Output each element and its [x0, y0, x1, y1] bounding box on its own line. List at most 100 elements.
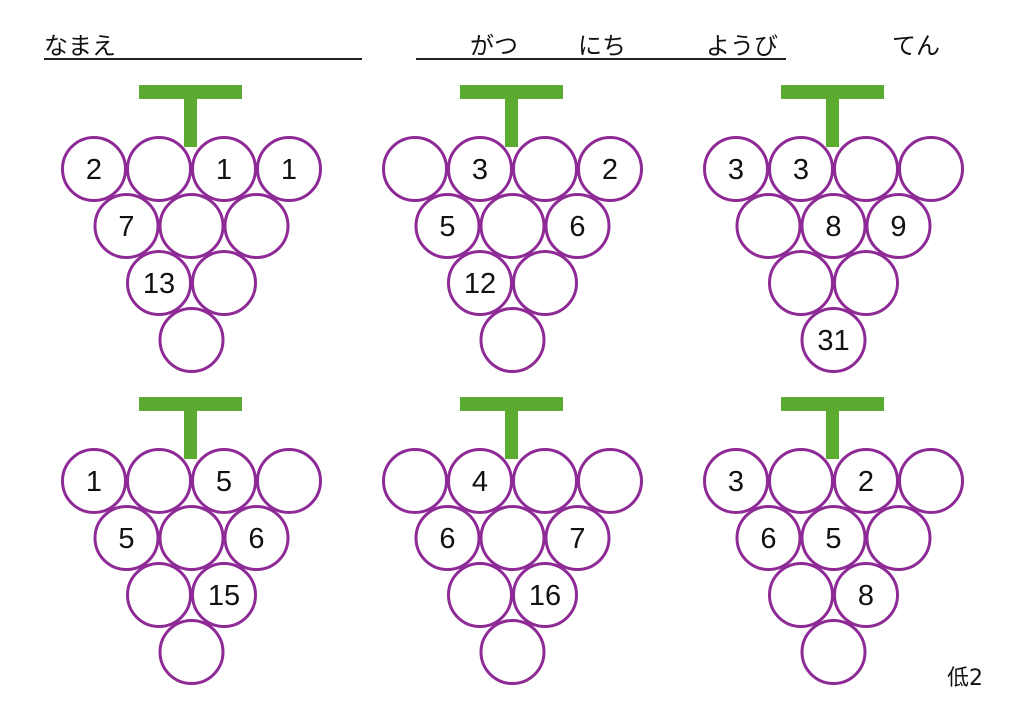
grape-number: 3: [728, 466, 744, 498]
grape-circle: [158, 307, 225, 373]
grape-number: 1: [216, 154, 232, 186]
score-label: てん: [892, 32, 940, 60]
stem-stalk: [184, 85, 197, 147]
grape-circle: [191, 250, 257, 316]
grape-circle: [93, 193, 160, 259]
stem-stalk: [505, 85, 518, 147]
grape-circle: [126, 562, 192, 628]
grape-circle: [191, 448, 257, 514]
grape-circle: [800, 193, 867, 259]
grape-number: 3: [793, 154, 809, 186]
grape-circle: [191, 136, 257, 202]
grape-circle: [512, 562, 578, 628]
grape-circle: [800, 619, 867, 685]
grape-circle: [833, 250, 899, 316]
grape-circle: [865, 193, 932, 259]
grape-circle: [158, 619, 225, 685]
grape-circle: [800, 505, 867, 571]
grape-circle: [158, 193, 225, 259]
grape-circle: [577, 136, 643, 202]
grape-circle: [544, 193, 611, 259]
grape-circle: [768, 250, 834, 316]
name-underline: [44, 58, 362, 60]
grape-circle: [833, 448, 899, 514]
grape-circle: [93, 505, 160, 571]
grape-circle: [800, 307, 867, 373]
stem-stalk: [505, 397, 518, 459]
grape-circle: [768, 562, 834, 628]
grape-circle: [512, 448, 578, 514]
grape-circle: [447, 448, 513, 514]
grape-circle: [865, 505, 932, 571]
grape-circle: [833, 562, 899, 628]
grape-circle: [382, 136, 448, 202]
grape-number: 2: [86, 154, 102, 186]
grape-circle: [126, 136, 192, 202]
grape-number: 13: [143, 268, 175, 300]
grape-circle: [703, 136, 769, 202]
grape-circle: [414, 193, 481, 259]
grape-number: 9: [890, 211, 906, 243]
level-label: 低2: [947, 666, 983, 691]
grape-circle: [256, 136, 322, 202]
grape-number: 6: [569, 211, 585, 243]
grape-number: 6: [760, 523, 776, 555]
grape-circle: [833, 136, 899, 202]
grape-number: 7: [118, 211, 134, 243]
grape-circle: [223, 505, 290, 571]
stem-stalk: [826, 85, 839, 147]
grape-circle: [126, 448, 192, 514]
stem-stalk: [826, 397, 839, 459]
grape-circle: [447, 250, 513, 316]
name-label: なまえ: [44, 32, 116, 60]
grape-number: 8: [858, 580, 874, 612]
weekday-label: ようび: [706, 32, 778, 60]
grape-circle: [898, 136, 964, 202]
grape-circle: [479, 619, 546, 685]
grape-circle: [898, 448, 964, 514]
grape-number: 16: [529, 580, 561, 612]
grape-number: 3: [728, 154, 744, 186]
grape-circle: [512, 136, 578, 202]
grape-circle: [223, 193, 290, 259]
grape-circle: [479, 307, 546, 373]
grape-circle: [735, 193, 802, 259]
day-label: にち: [578, 32, 626, 60]
grape-circle: [414, 505, 481, 571]
grape-number: 15: [208, 580, 240, 612]
grape-circle: [126, 250, 192, 316]
grape-number: 8: [825, 211, 841, 243]
grape-number: 5: [216, 466, 232, 498]
grape-circle: [479, 193, 546, 259]
grape-circle: [544, 505, 611, 571]
grape-number: 12: [464, 268, 496, 300]
grape-circle: [768, 136, 834, 202]
date-underline: [416, 58, 786, 60]
grape-circle: [447, 136, 513, 202]
grape-circle: [382, 448, 448, 514]
grape-circle: [61, 136, 127, 202]
grape-circle: [768, 448, 834, 514]
grape-number: 5: [825, 523, 841, 555]
grape-circle: [61, 448, 127, 514]
grape-circle: [577, 448, 643, 514]
grape-circle: [191, 562, 257, 628]
grape-number: 5: [118, 523, 134, 555]
grape-number: 1: [86, 466, 102, 498]
grape-circle: [256, 448, 322, 514]
grape-number: 6: [439, 523, 455, 555]
grape-circle: [512, 250, 578, 316]
grape-number: 6: [248, 523, 264, 555]
grape-number: 7: [569, 523, 585, 555]
grape-circle: [158, 505, 225, 571]
month-label: がつ: [470, 32, 518, 60]
grape-circle: [479, 505, 546, 571]
grape-number: 3: [472, 154, 488, 186]
